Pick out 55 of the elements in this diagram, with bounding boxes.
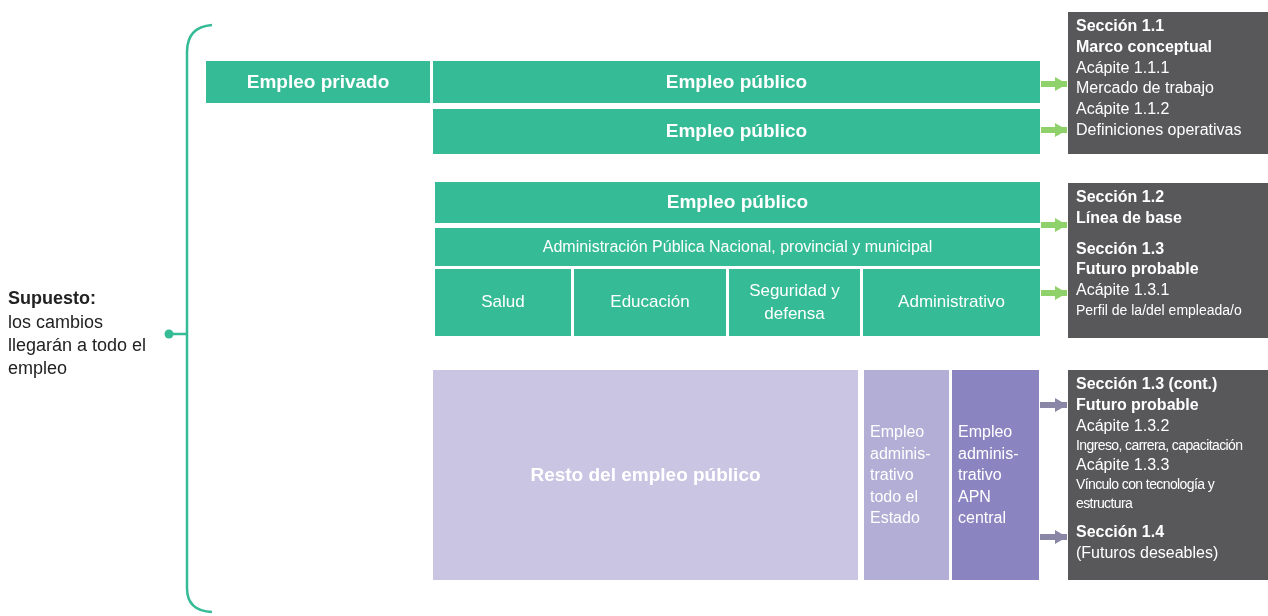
category-box (206, 61, 430, 103)
category-label: Empleo público (664, 119, 809, 144)
section-panel (1068, 370, 1268, 580)
section-text: Sección 1.3 (1076, 238, 1165, 259)
section-text: Sección 1.1 (1076, 16, 1165, 36)
section-text: Futuro probable (1076, 259, 1199, 280)
category-label: Empleo privado (245, 69, 391, 94)
section-text: Línea de base (1076, 207, 1182, 228)
category-label: Administrativo (897, 291, 1006, 314)
arrow (1041, 77, 1067, 91)
category-box (435, 269, 571, 336)
category-box (864, 370, 949, 580)
section-text: Futuro probable (1076, 394, 1199, 415)
arrow (1040, 530, 1067, 544)
section-text: Marco conceptual (1076, 36, 1213, 57)
section-panel (1068, 183, 1268, 338)
arrow (1041, 218, 1067, 232)
arrow (1041, 123, 1067, 137)
category-label: Empleo adminis- trativo APN central (958, 422, 1020, 529)
category-label: Administración Pública Nacional, provincial y municipal (541, 236, 934, 257)
category-box (729, 269, 860, 336)
category-label: Salud (480, 291, 526, 314)
category-label: Empleo adminis- trativo todo el Estado (870, 422, 932, 529)
category-box (435, 182, 1040, 223)
category-box (435, 228, 1040, 266)
category-box (574, 269, 726, 336)
category-label: Empleo público (664, 69, 809, 94)
section-text: Sección 1.2 (1076, 187, 1165, 207)
section-text: Sección 1.4 (1076, 521, 1165, 542)
section-text: Acápite 1.3.3 (1076, 454, 1170, 475)
category-label: Resto del empleo público (529, 462, 762, 487)
category-box (433, 370, 858, 580)
section-text: Acápite 1.3.2 (1076, 415, 1170, 436)
category-box (952, 370, 1039, 580)
category-box (433, 109, 1040, 154)
section-text: (Futuros deseables) (1076, 542, 1219, 563)
category-label: Educación (609, 291, 691, 314)
section-text: Ingreso, carrera, capacitación (1076, 436, 1243, 455)
assumption-heading: Supuesto: (8, 287, 96, 311)
section-text: Perfil de la/del empleada/o (1076, 301, 1242, 320)
section-text: Acápite 1.1.1 (1076, 57, 1170, 78)
section-text: Sección 1.3 (cont.) (1076, 374, 1218, 394)
category-label: Empleo público (665, 190, 810, 215)
section-text: Mercado de trabajo (1076, 78, 1214, 99)
section-text: Vínculo con tecnología y estructura (1076, 475, 1216, 512)
arrow (1040, 398, 1067, 412)
category-box (433, 61, 1040, 103)
category-box (863, 269, 1040, 336)
section-text: Acápite 1.3.1 (1076, 280, 1170, 301)
section-text: Definiciones operativas (1076, 120, 1242, 140)
category-label: Seguridad y defensa (748, 280, 841, 325)
arrow (1041, 286, 1067, 300)
section-panel (1068, 12, 1268, 154)
assumption-text: los cambios llegarán a todo el empleo (8, 310, 148, 381)
section-text: Acápite 1.1.2 (1076, 99, 1170, 120)
